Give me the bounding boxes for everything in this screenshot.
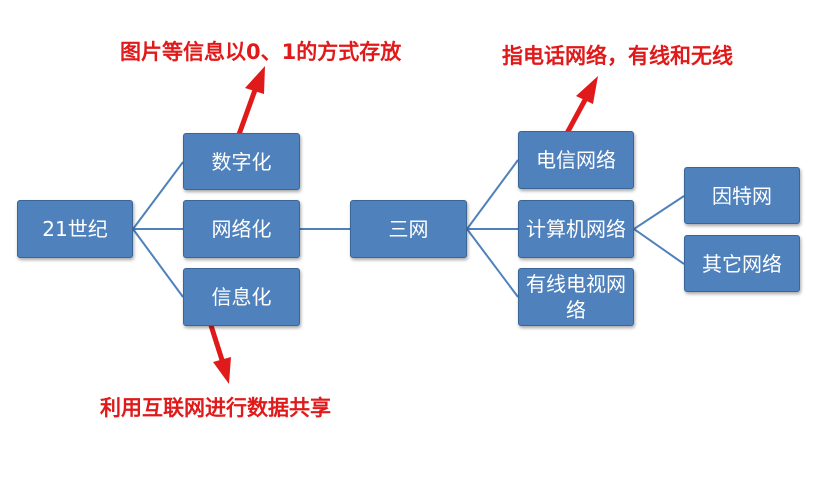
arrow-telecom-note-shaft (563, 98, 588, 137)
arrow-digital-note-head (245, 66, 265, 94)
connector-root-information (132, 228, 184, 298)
arrow-telecom-note-head (576, 76, 598, 104)
node-cable-tv: 有线电视网络 (518, 268, 634, 326)
connector-computer-other (633, 228, 685, 265)
arrow-digital-note-shaft (234, 89, 258, 141)
node-three-nets: 三网 (350, 200, 467, 258)
connector-three-nets-telecom (466, 159, 519, 230)
annotation-information: 利用互联网进行数据共享 (100, 396, 331, 420)
node-computer: 计算机网络 (518, 200, 634, 258)
node-internet: 因特网 (684, 167, 800, 224)
node-root: 21世纪 (17, 200, 133, 258)
node-other: 其它网络 (684, 235, 800, 292)
annotation-telecom: 指电话网络，有线和无线 (502, 44, 733, 68)
annotation-digital: 图片等信息以0、1的方式存放 (120, 40, 402, 64)
node-information: 信息化 (183, 268, 300, 326)
node-telecom: 电信网络 (518, 131, 634, 189)
connector-three-nets-cable-tv (466, 228, 519, 298)
node-network: 网络化 (183, 200, 300, 258)
node-digital: 数字化 (183, 133, 300, 190)
arrow-information-note-head (213, 357, 231, 384)
connector-root-digital (132, 161, 184, 230)
connector-computer-internet (633, 195, 685, 230)
